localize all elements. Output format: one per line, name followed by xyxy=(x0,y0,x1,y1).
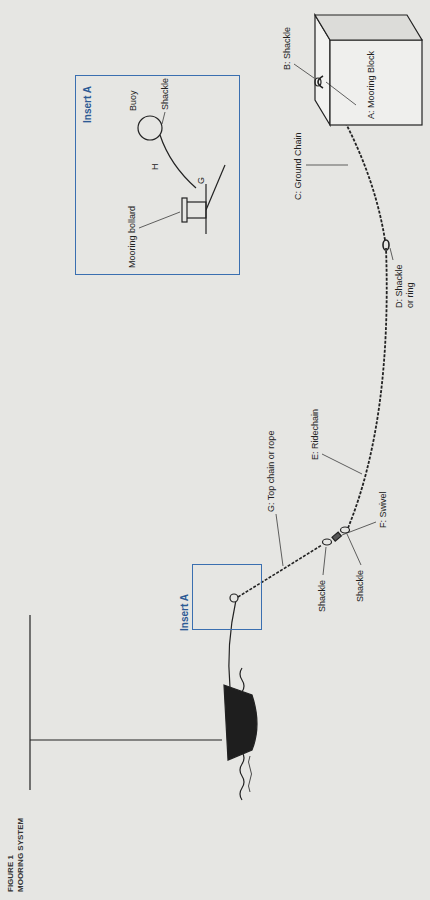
ring-symbol xyxy=(383,240,389,250)
part-label: B: Shackle xyxy=(282,27,293,70)
part-label: Mooring bollard xyxy=(127,206,138,268)
figure-caption: MOORING SYSTEM xyxy=(16,818,26,892)
inset-box: Insert A xyxy=(192,564,262,630)
figure-title: FIGURE 1 xyxy=(6,855,16,892)
inset-heading: Insert A xyxy=(82,86,93,123)
top-chain xyxy=(238,545,322,597)
swivel-symbol xyxy=(332,532,341,541)
part-label: F: Swivel xyxy=(378,491,389,528)
shackle-symbol xyxy=(315,78,321,86)
small-buoy xyxy=(230,594,238,602)
block-side xyxy=(315,15,422,40)
inset-drawing xyxy=(138,112,225,234)
part-label: G: Top chain or rope xyxy=(266,431,277,512)
part-label: Shackle xyxy=(160,78,171,110)
bollard-cap xyxy=(182,198,187,222)
inset-chain xyxy=(206,165,225,210)
leader-line xyxy=(139,212,180,228)
part-label: D: Shackle or ring xyxy=(394,260,416,308)
part-label: E: Ridechain xyxy=(310,409,321,460)
part-label: A: Mooring Block xyxy=(366,45,377,119)
callout-letter: H xyxy=(150,164,161,171)
mast xyxy=(30,739,222,740)
ridechain xyxy=(348,248,387,528)
callout-letter: G xyxy=(196,177,207,184)
block-front xyxy=(330,40,422,125)
buoy-circle xyxy=(138,116,162,140)
part-label: C: Ground Chain xyxy=(293,132,304,200)
boat-hull xyxy=(224,685,257,760)
water-ripple xyxy=(249,756,252,792)
mooring-rope xyxy=(229,600,236,688)
deck-line xyxy=(205,184,206,234)
inset-heading: Insert A xyxy=(179,594,190,631)
quay-line xyxy=(29,615,30,790)
inset-box: Insert A xyxy=(75,75,240,275)
shackle-symbol xyxy=(323,539,332,545)
leader-lines xyxy=(276,64,393,575)
part-label: Shackle xyxy=(355,570,366,602)
leader-line xyxy=(162,112,165,124)
mooring-bollard xyxy=(186,202,206,218)
part-label: Shackle xyxy=(317,580,328,612)
scene xyxy=(30,15,422,800)
part-label: Buoy xyxy=(128,90,139,111)
buoy-rope xyxy=(160,135,196,188)
